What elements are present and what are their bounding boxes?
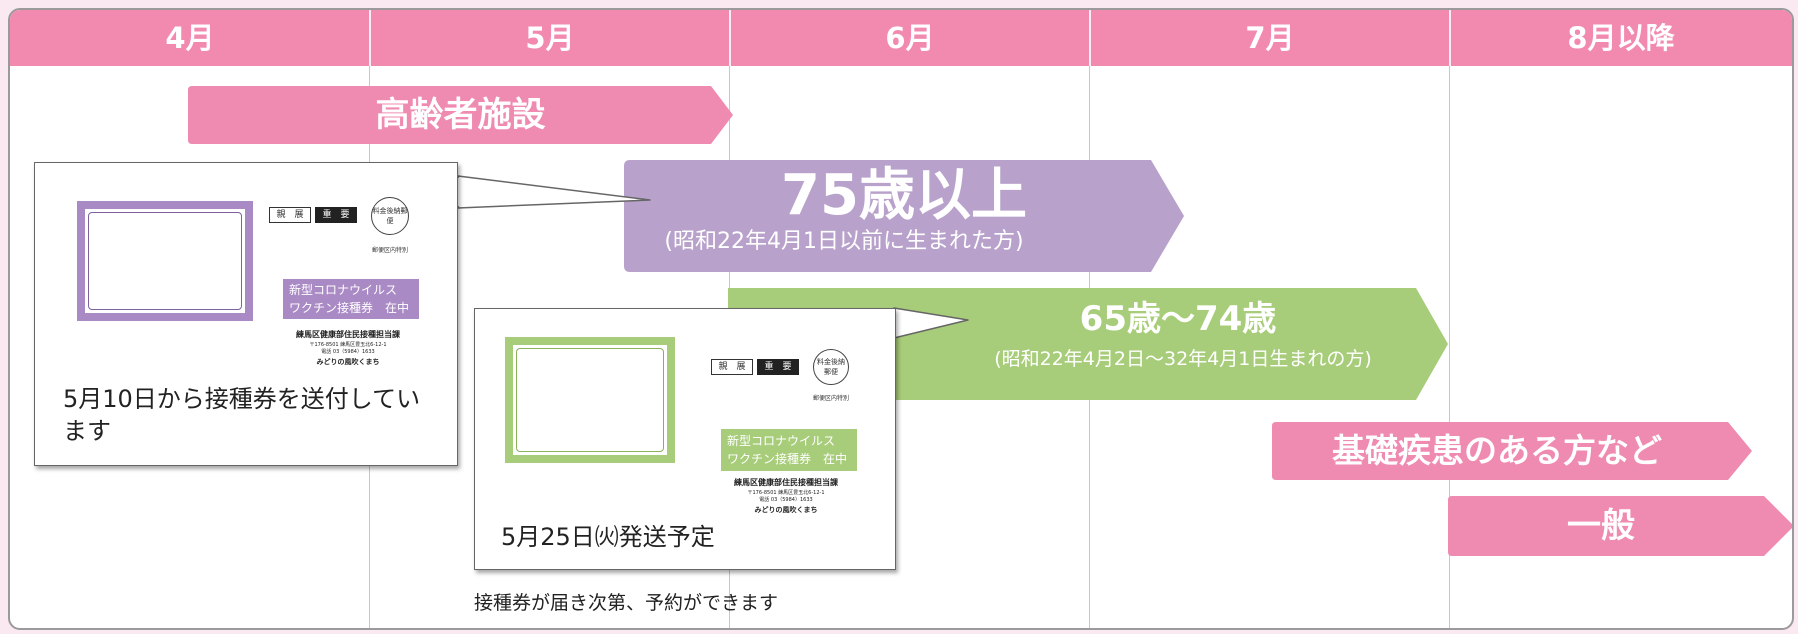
- month-header: 4月 5月 6月 7月 8月以降: [10, 10, 1792, 66]
- header-divider: [1449, 10, 1451, 66]
- sender-slogan: みどりの風吹くまち: [316, 358, 380, 366]
- band-age-75-sublabel: (昭和22年4月1日以前に生まれた方): [664, 229, 1024, 254]
- band-elderly-facility: 高齢者施設: [188, 86, 733, 144]
- band-arrow-shape: [624, 160, 1184, 272]
- header-divider: [729, 10, 731, 66]
- sender-phone: 電話 03（5984）1633: [759, 497, 813, 503]
- envelope-label-line2: ワクチン接種券 在中: [289, 301, 410, 315]
- envelope-window: [505, 337, 675, 463]
- band-age-75: 75歳以上 (昭和22年4月1日以前に生まれた方): [624, 160, 1184, 272]
- envelope-label-line2: ワクチン接種券 在中: [727, 452, 848, 466]
- band-general: 一般: [1448, 496, 1792, 556]
- sender-address: 〒176-8501 練馬区豊玉北6-12-1: [309, 342, 387, 348]
- band-arrow-shape: [1448, 496, 1792, 556]
- sender-name: 練馬区健康部住民接種担当課: [734, 478, 838, 487]
- band-general-label: 一般: [1567, 506, 1635, 546]
- tag-important: 重 要: [757, 359, 799, 375]
- callout-pointers: [456, 175, 969, 339]
- tag-personal: 親 展: [269, 207, 311, 223]
- sender-slogan: みどりの風吹くまち: [754, 506, 818, 514]
- envelope-label: 新型コロナウイルス ワクチン接種券 在中: [721, 429, 857, 471]
- header-divider: [369, 10, 371, 66]
- band-underlying-conditions: 基礎疾患のある方など: [1272, 422, 1752, 480]
- band-arrow-shape: [188, 86, 733, 144]
- card-65-caption: 5月25日㈫発送予定: [501, 523, 715, 551]
- card-75-caption: 5月10日から接種券を送付しています: [63, 385, 421, 445]
- band-arrow-shape: [1272, 422, 1752, 480]
- column-divider: [1449, 66, 1450, 628]
- band-age-65-74-sublabel: (昭和22年4月2日〜32年4月1日生まれの方): [994, 348, 1372, 370]
- envelope-window: [77, 201, 253, 321]
- header-divider: [1089, 10, 1091, 66]
- month-april: 4月: [165, 21, 215, 55]
- envelope-card-65: 親 展 重 要 料金後納郵便 郵便区内特別 新型コロナウイルス ワクチン接種券 …: [474, 308, 896, 570]
- sender-address: 〒176-8501 練馬区豊玉北6-12-1: [747, 490, 825, 496]
- sender-name: 練馬区健康部住民接種担当課: [296, 330, 400, 339]
- postage-seal-sub: 郵便区内特別: [371, 247, 408, 254]
- postage-seal-sub: 郵便区内特別: [812, 395, 849, 402]
- envelope-label-line1: 新型コロナウイルス: [289, 283, 398, 297]
- band-elderly-facility-label: 高齢者施設: [375, 95, 546, 135]
- tag-important: 重 要: [315, 207, 357, 223]
- envelope-card-75: 親 展 重 要 料金後納郵便 郵便区内特別 新型コロナウイルス ワクチン接種券 …: [34, 162, 458, 466]
- band-age-65-74-label: 65歳〜74歳: [1079, 299, 1277, 339]
- month-july: 7月: [1245, 21, 1295, 55]
- schedule-chart: 4月 5月 6月 7月 8月以降 高齢者施設 75歳以上 (昭和22年4月1日以…: [8, 8, 1794, 630]
- month-may: 5月: [525, 21, 575, 55]
- envelope-label-line1: 新型コロナウイルス: [727, 434, 836, 448]
- reservation-note: 接種券が届き次第、予約ができます: [474, 592, 779, 614]
- envelope-label: 新型コロナウイルス ワクチン接種券 在中: [283, 279, 419, 319]
- sender-phone: 電話 03（5984）1633: [321, 349, 375, 355]
- postage-seal: 料金後納郵便: [813, 349, 849, 385]
- month-june: 6月: [885, 21, 935, 55]
- tag-personal: 親 展: [711, 359, 753, 375]
- band-age-75-label: 75歳以上: [781, 163, 1027, 228]
- band-underlying-label: 基礎疾患のある方など: [1332, 431, 1662, 470]
- month-august-onward: 8月以降: [1567, 21, 1675, 55]
- postage-seal: 料金後納郵便: [371, 197, 409, 235]
